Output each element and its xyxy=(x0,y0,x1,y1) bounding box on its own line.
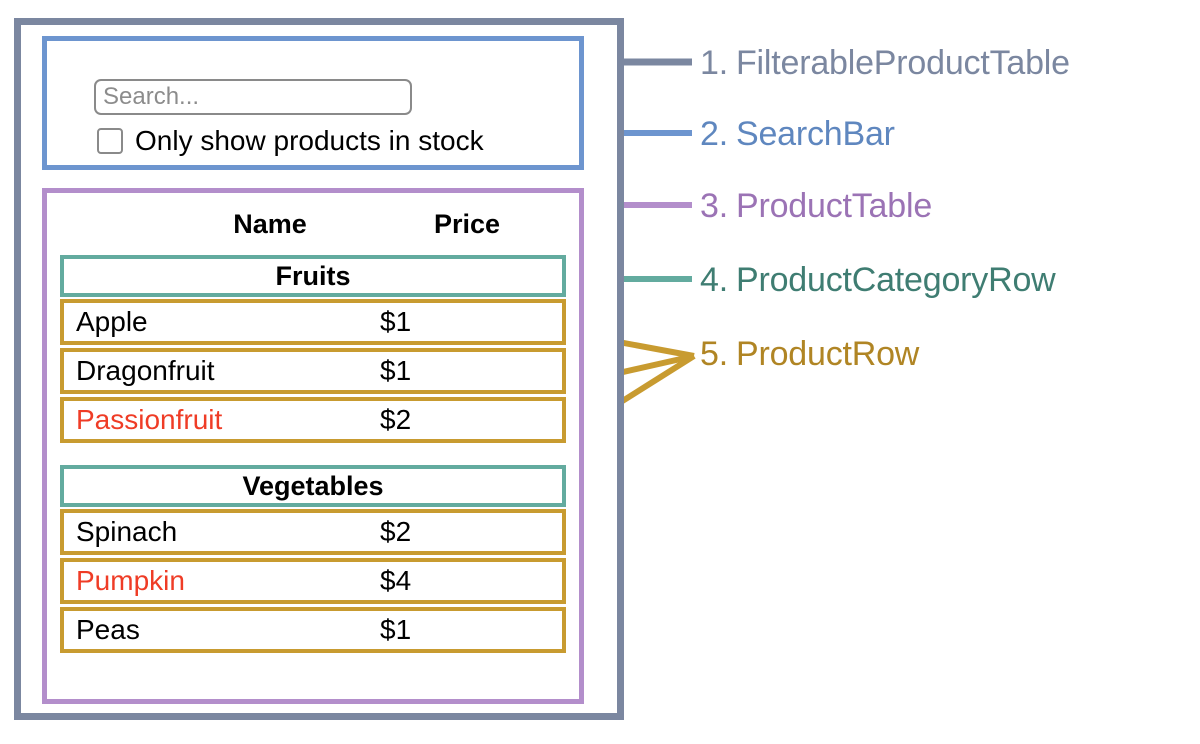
product-name: Spinach xyxy=(76,516,178,547)
product-rows-area: Fruits Apple $1 Dragonfruit $1 Passionfr… xyxy=(60,255,566,656)
in-stock-filter-label: Only show products in stock xyxy=(135,125,484,156)
legend-number: 5. xyxy=(700,335,728,373)
product-name: Dragonfruit xyxy=(76,355,215,386)
legend-text: FilterableProductTable xyxy=(735,44,1070,82)
product-price: $1 xyxy=(380,306,412,337)
legend-number: 4. xyxy=(700,261,728,299)
product-price: $4 xyxy=(380,565,412,596)
product-row[interactable]: Peas $1 xyxy=(60,607,566,653)
column-header-price: Price xyxy=(433,208,501,239)
legend-text: SearchBar xyxy=(735,115,895,153)
product-category-row: Fruits xyxy=(60,255,566,297)
legend-item-product-row: 5.ProductRow xyxy=(700,335,919,374)
product-name: Peas xyxy=(76,614,140,645)
product-row[interactable]: Spinach $2 xyxy=(60,509,566,555)
product-row[interactable]: Apple $1 xyxy=(60,299,566,345)
product-row[interactable]: Passionfruit $2 xyxy=(60,397,566,443)
column-header-name: Name xyxy=(233,208,307,239)
product-price: $2 xyxy=(380,404,412,435)
product-category-row: Vegetables xyxy=(60,465,566,507)
product-name: Pumpkin xyxy=(76,565,185,596)
legend-item-product-category-row: 4.ProductCategoryRow xyxy=(700,261,1056,300)
product-price: $2 xyxy=(380,516,412,547)
legend-number: 1. xyxy=(700,44,728,82)
product-row[interactable]: Pumpkin $4 xyxy=(60,558,566,604)
legend-text: ProductRow xyxy=(735,335,920,373)
product-table-header: Name Price xyxy=(47,203,579,245)
search-input[interactable] xyxy=(94,79,412,115)
legend-item-product-table: 3.ProductTable xyxy=(700,187,932,226)
product-table: Name Price Fruits Apple $1 Dragonfruit $… xyxy=(42,188,584,704)
legend-number: 3. xyxy=(700,187,728,225)
product-price: $1 xyxy=(380,614,412,645)
search-input-wrapper xyxy=(94,79,412,115)
product-row[interactable]: Dragonfruit $1 xyxy=(60,348,566,394)
search-bar: Only show products in stock xyxy=(42,36,584,170)
product-name: Apple xyxy=(76,306,148,337)
checkbox-unchecked-icon[interactable] xyxy=(97,128,123,154)
in-stock-filter-row[interactable]: Only show products in stock xyxy=(97,127,484,155)
legend-item-filterable-product-table: 1.FilterableProductTable xyxy=(700,44,1070,83)
product-price: $1 xyxy=(380,355,412,386)
product-name: Passionfruit xyxy=(76,404,223,435)
legend-text: ProductCategoryRow xyxy=(735,261,1056,299)
legend-number: 2. xyxy=(700,115,728,153)
legend-item-search-bar: 2.SearchBar xyxy=(700,115,895,154)
legend-text: ProductTable xyxy=(735,187,933,225)
